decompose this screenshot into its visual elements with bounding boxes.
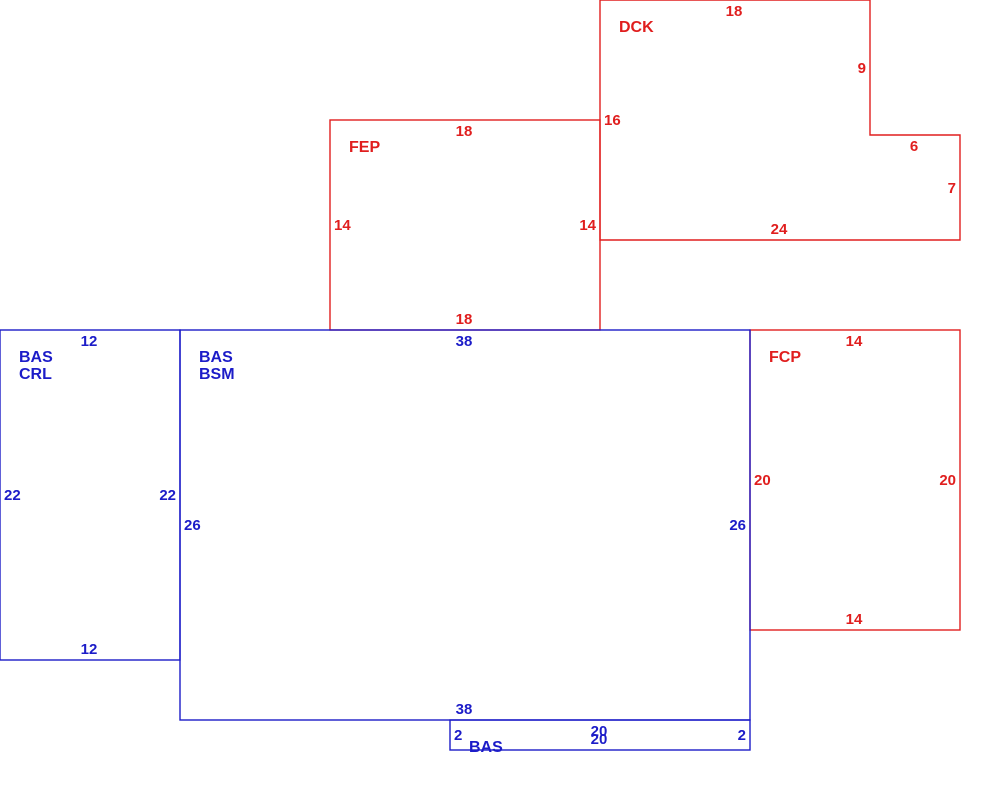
bas-crl-dim-left: 22 xyxy=(4,487,21,504)
fcp-outline xyxy=(749,329,961,631)
bas-small-outline xyxy=(449,719,751,751)
area-fep: FEP 18 14 14 18 xyxy=(329,119,601,331)
fcp-dim-left: 20 xyxy=(754,472,771,489)
fep-dim-right: 14 xyxy=(579,217,596,234)
dck-dim-left: 16 xyxy=(604,112,621,129)
bas-small-dim-left: 2 xyxy=(454,727,462,744)
bas-small-dim-bottom: 20 xyxy=(591,731,608,748)
bas-crl-dim-bottom: 12 xyxy=(81,641,98,658)
bas-crl-dim-top: 12 xyxy=(81,333,98,350)
fcp-dim-bottom: 14 xyxy=(846,611,863,628)
fcp-code: FCP xyxy=(769,349,801,366)
area-fcp: FCP 14 20 20 14 xyxy=(749,329,961,631)
area-bas-crl: BAS CRL 12 22 22 12 xyxy=(0,329,181,661)
dck-dim-top: 18 xyxy=(726,3,743,20)
dck-dim-right-upper: 9 xyxy=(858,60,866,77)
fep-code: FEP xyxy=(349,139,380,156)
dck-code: DCK xyxy=(619,19,654,36)
fep-dim-top: 18 xyxy=(456,123,473,140)
dck-outline xyxy=(599,0,961,241)
dck-dim-bottom: 24 xyxy=(771,221,788,238)
bas-crl-dim-right: 22 xyxy=(159,487,176,504)
bas-small-code: BAS xyxy=(469,739,503,756)
fep-dim-bottom: 18 xyxy=(456,311,473,328)
bas-small-dim-right: 2 xyxy=(738,727,746,744)
fcp-dim-top: 14 xyxy=(846,333,863,350)
area-bas-small: BAS 20 20 2 2 xyxy=(449,719,751,756)
bas-bsm-dim-right: 26 xyxy=(729,517,746,534)
fep-dim-left: 14 xyxy=(334,217,351,234)
area-bas-bsm: BAS BSM 38 26 26 38 xyxy=(179,329,751,721)
bas-crl-code-1: BAS xyxy=(19,349,53,366)
dck-dim-step: 6 xyxy=(910,138,918,155)
bas-bsm-outline xyxy=(179,329,751,721)
bas-bsm-dim-left: 26 xyxy=(184,517,201,534)
bas-small-dim-top: 20 xyxy=(591,723,608,740)
bas-bsm-code-1: BAS xyxy=(199,349,233,366)
bas-bsm-dim-bottom: 38 xyxy=(456,701,473,718)
dck-dim-right-lower: 7 xyxy=(948,180,956,197)
fcp-dim-right: 20 xyxy=(939,472,956,489)
area-dck: DCK 18 9 6 7 24 16 xyxy=(599,0,961,241)
bas-bsm-code-2: BSM xyxy=(199,366,235,383)
bas-crl-code-2: CRL xyxy=(19,366,52,383)
bas-bsm-dim-top: 38 xyxy=(456,333,473,350)
